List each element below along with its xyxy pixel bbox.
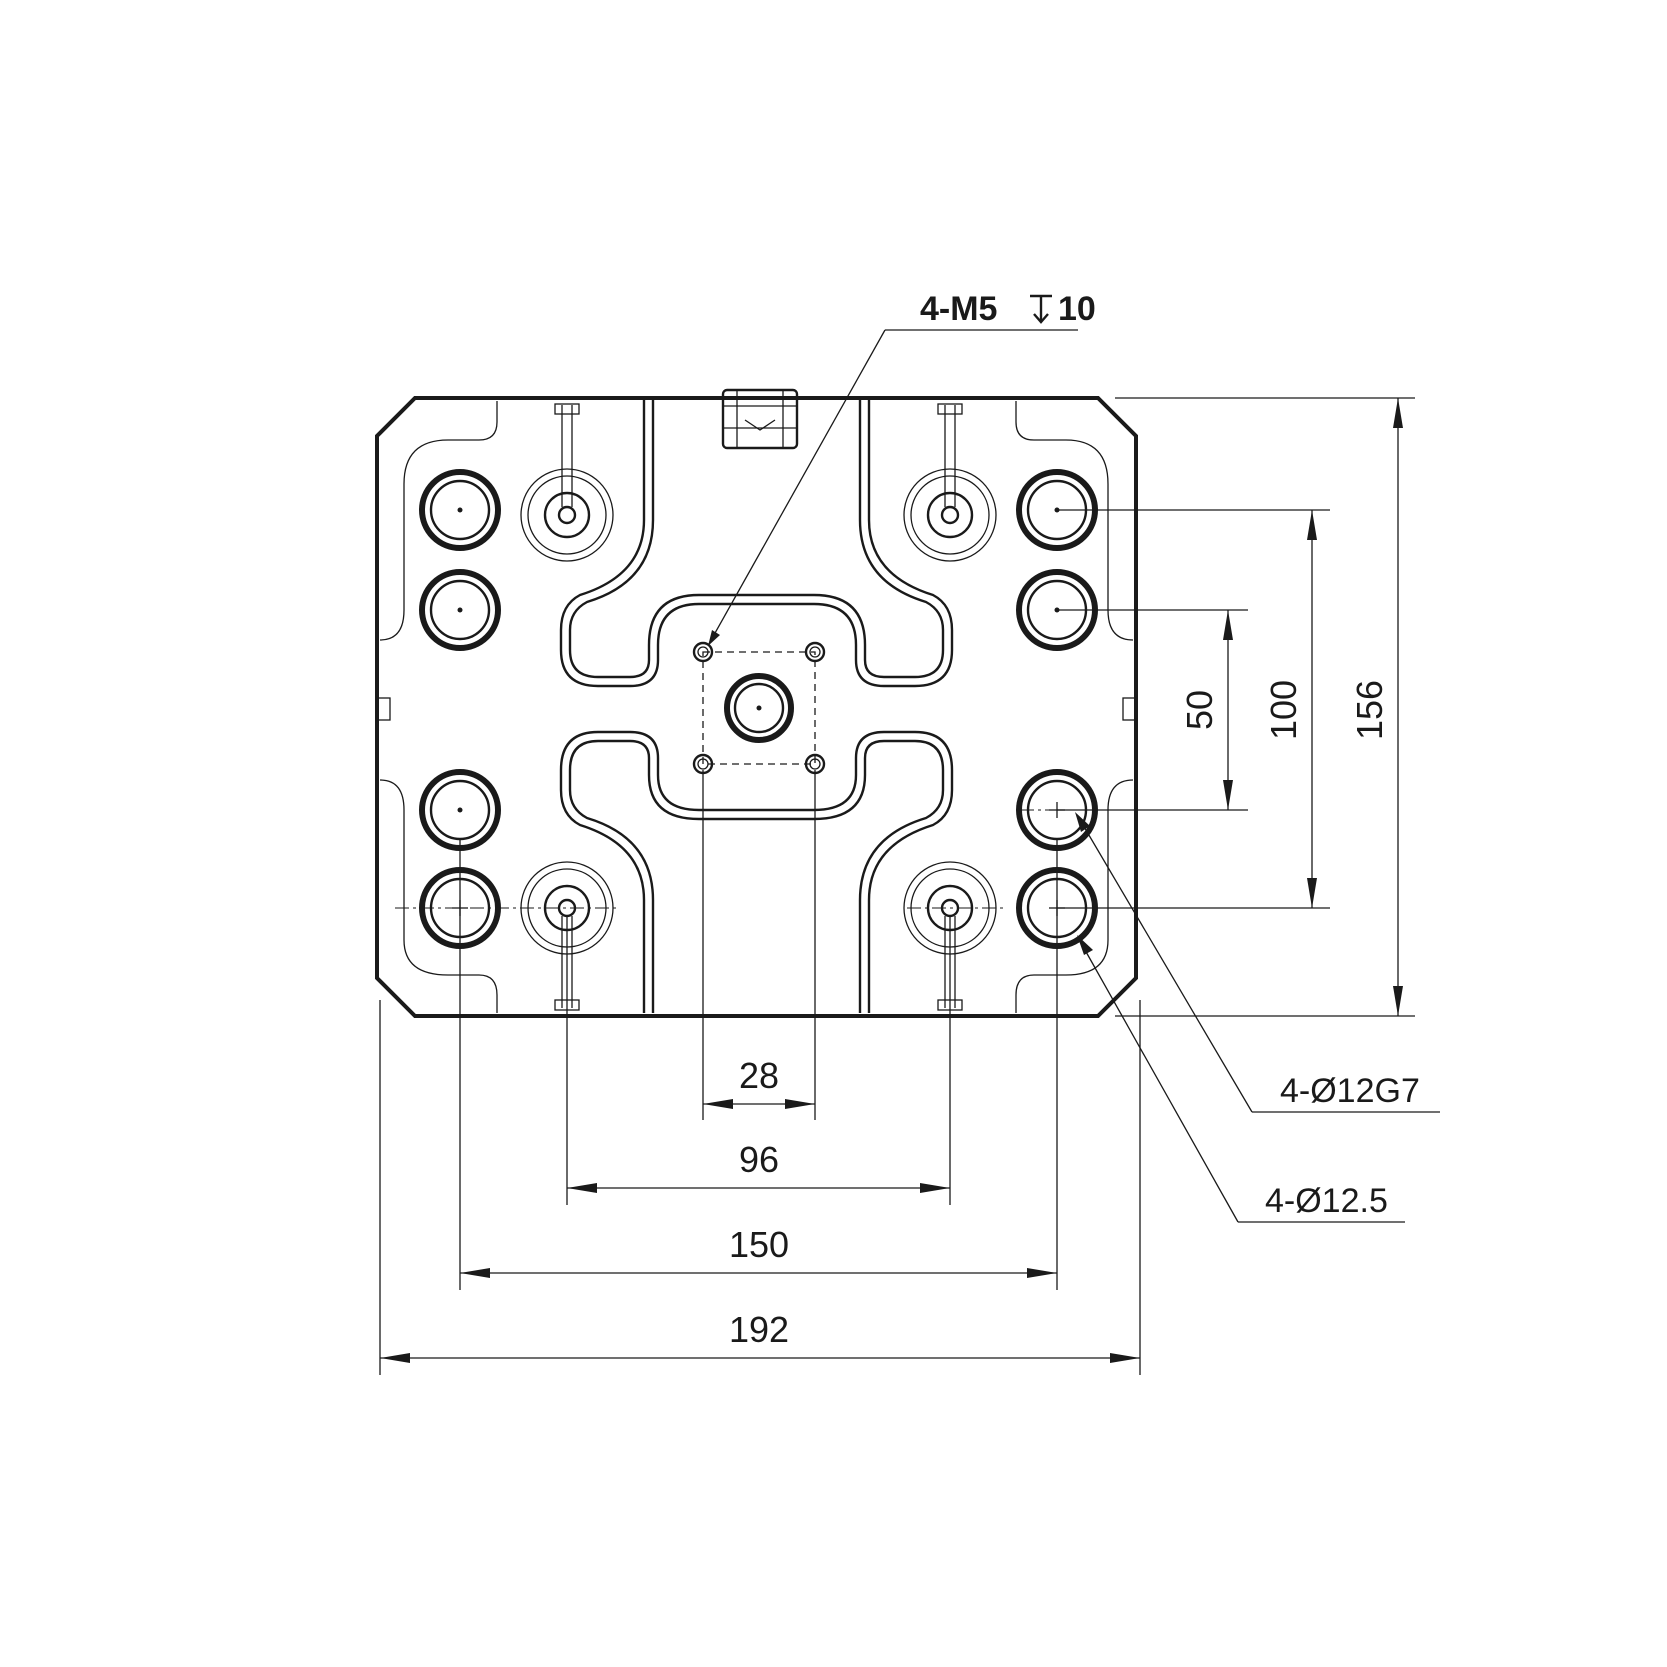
fit-hole-callout: 4-Ø12G7 [1280, 1072, 1420, 1110]
right-notch [1122, 697, 1137, 721]
clear-hole-callout: 4-Ø12.5 [1265, 1182, 1388, 1220]
m5-pattern-hidden [702, 651, 816, 765]
dimension-lines [379, 397, 1415, 1375]
centerlines [395, 809, 1100, 909]
dim-28: 28 [739, 1055, 779, 1096]
pockets [559, 399, 954, 1013]
center-pattern [692, 641, 826, 775]
thread-callout-label: 4-M5 [920, 290, 997, 328]
key-block [721, 388, 799, 450]
dim-96: 96 [739, 1139, 779, 1180]
depth-icon [1030, 294, 1052, 324]
thread-callout: 4-M5 10 [920, 290, 1096, 328]
dim-192: 192 [729, 1309, 789, 1350]
upper-pocket-inner [568, 399, 945, 679]
plate-outline [375, 396, 1138, 1018]
counterbore-hole [520, 403, 614, 562]
bold-hole [419, 769, 501, 851]
bold-hole [419, 569, 501, 651]
upper-pocket-outer [559, 399, 954, 688]
center-bore-outer [724, 673, 794, 743]
thread-depth-value: 10 [1058, 290, 1096, 328]
dim-156: 156 [1349, 680, 1390, 740]
plate-inner-contour [379, 401, 1134, 1013]
lower-pocket-inner [568, 739, 945, 1013]
dim-100: 100 [1263, 680, 1304, 740]
center-bore-inner [733, 682, 785, 734]
leaders [708, 329, 1440, 1223]
bold-hole [419, 469, 501, 551]
counterbore-hole [903, 403, 997, 562]
lower-pocket-outer [559, 730, 954, 1013]
left-notch [376, 697, 391, 721]
m5-hole-tl [692, 641, 714, 663]
dim-150: 150 [729, 1224, 789, 1265]
m5-hole-tr [804, 641, 826, 663]
plate [375, 388, 1138, 1018]
dim-50: 50 [1179, 690, 1220, 730]
